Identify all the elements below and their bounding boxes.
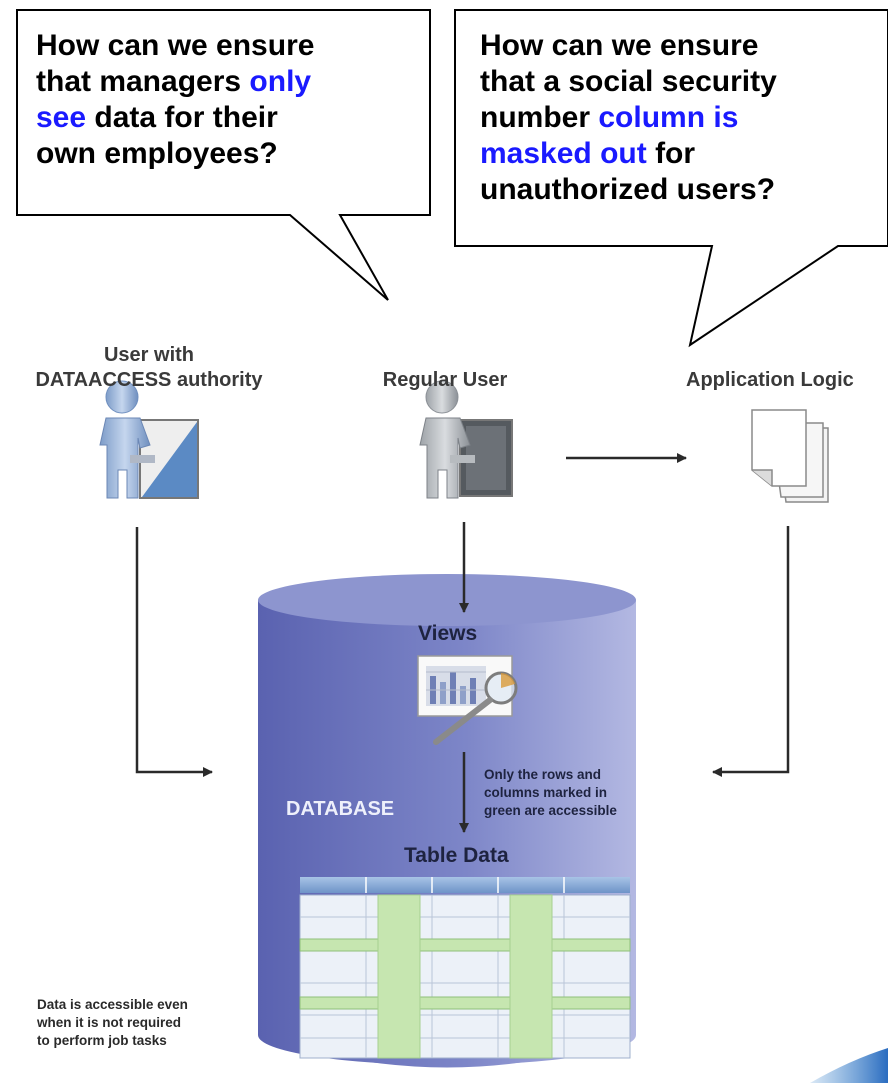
- right-bubble-highlight-column: column is: [598, 101, 739, 134]
- left-note-line1: Data is accessible even: [37, 997, 188, 1012]
- right-bubble-line5: unauthorized users?: [480, 173, 776, 206]
- right-bubble-line1: How can we ensure: [480, 29, 759, 62]
- right-bubble-line2: that a social security: [480, 65, 777, 98]
- views-label: Views: [418, 622, 478, 645]
- left-bubble-text: How can we ensure that managers only see…: [36, 28, 416, 172]
- left-access-note: Data is accessible even when it is not r…: [37, 996, 188, 1050]
- right-bubble-line3: number: [480, 101, 591, 134]
- views-report-icon: [417, 655, 518, 745]
- right-bubble-text: How can we ensure that a social security…: [480, 28, 880, 208]
- table-data-label: Table Data: [404, 844, 509, 867]
- decorative-swoosh: [810, 1048, 888, 1083]
- dataaccess-user-label: User with DATAACCESS authority: [0, 343, 298, 393]
- right-bubble-highlight-masked: masked out: [480, 137, 647, 170]
- speech-bubble-left: [16, 9, 431, 301]
- dataaccess-user-icon: [99, 380, 199, 499]
- database-label: DATABASE: [286, 798, 395, 820]
- application-logic-label: Application Logic: [686, 369, 854, 391]
- left-bubble-line1: How can we ensure: [36, 29, 315, 62]
- accessibility-note: Only the rows and columns marked in gree…: [484, 766, 617, 820]
- table-data-grid: [299, 877, 631, 1059]
- left-bubble-highlight-see: see: [36, 101, 87, 134]
- left-bubble-line4: own employees?: [36, 137, 278, 170]
- regular-user-icon: [419, 380, 513, 499]
- speech-bubble-right: [454, 9, 888, 348]
- accessibility-note-line2: columns marked in: [484, 785, 608, 800]
- accessibility-note-line3: green are accessible: [484, 803, 617, 818]
- dataaccess-label-line1: User with: [103, 344, 195, 366]
- arrow-dataaccess-to-table: [135, 527, 213, 777]
- left-note-line3: to perform job tasks: [37, 1033, 167, 1048]
- accessibility-note-line1: Only the rows and: [484, 767, 602, 782]
- right-bubble-line4: for: [655, 137, 696, 170]
- left-bubble-highlight-only: only: [249, 65, 312, 98]
- arrow-app-to-table: [712, 526, 790, 777]
- left-note-line2: when it is not required: [37, 1015, 182, 1030]
- regular-user-label: Regular User: [382, 369, 508, 391]
- left-bubble-line2: that managers: [36, 65, 242, 98]
- dataaccess-label-line2: DATAACCESS authority: [35, 369, 263, 391]
- document-stack-icon: [751, 409, 829, 503]
- left-bubble-line3: data for their: [94, 101, 278, 134]
